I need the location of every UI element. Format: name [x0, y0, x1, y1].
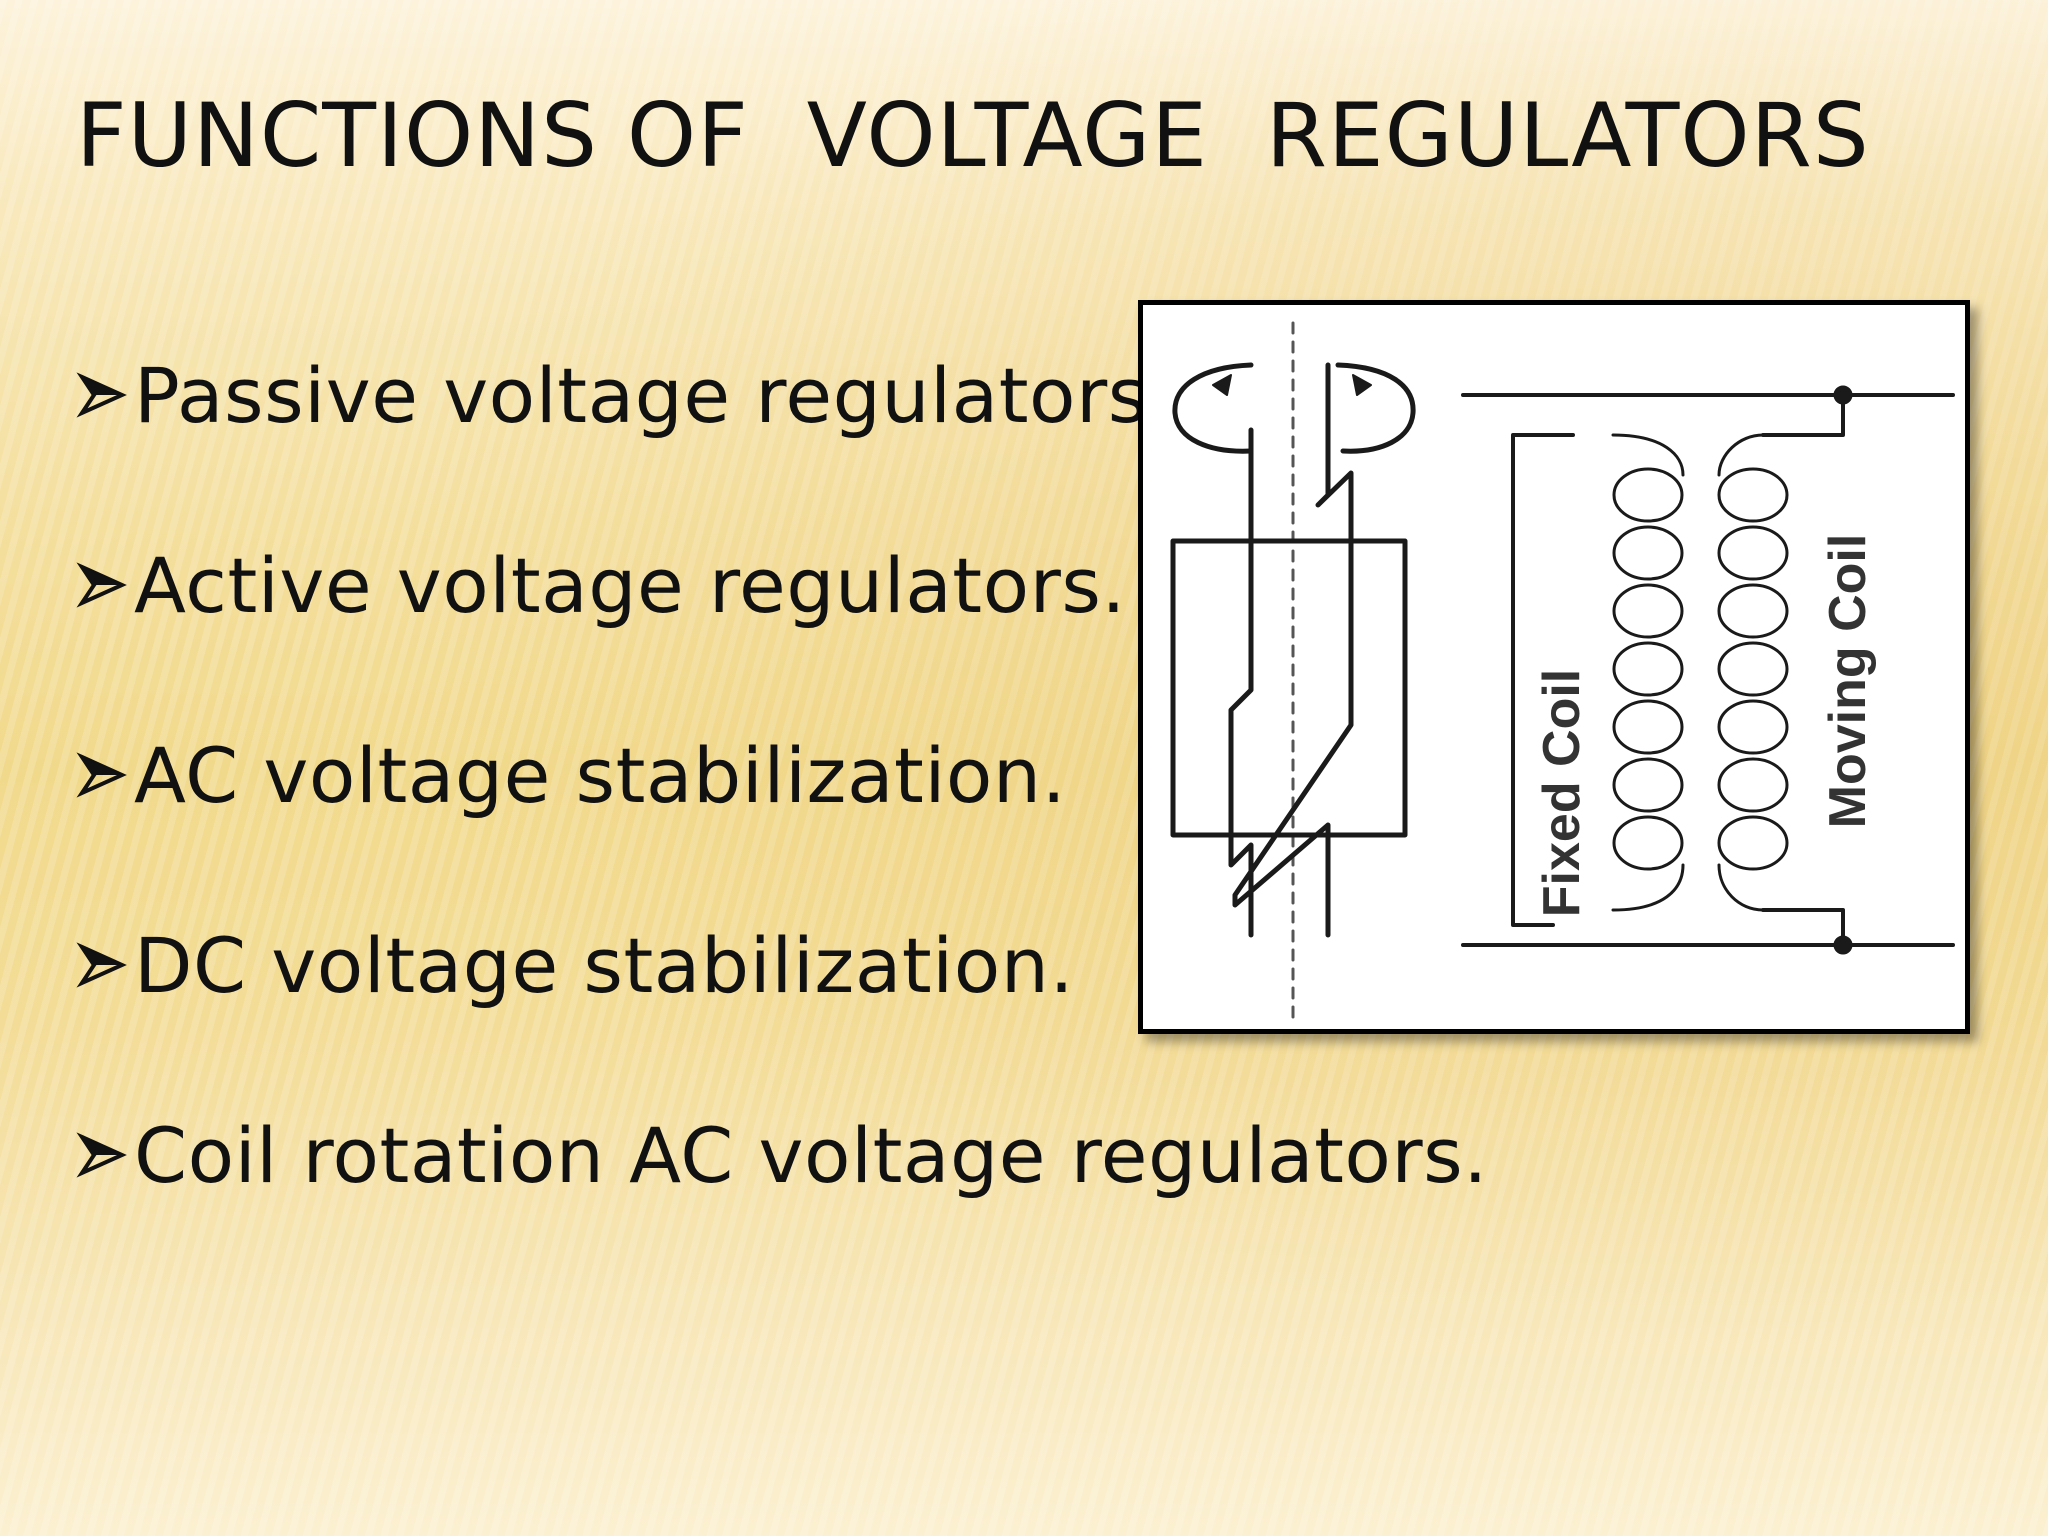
- bullet-item: Coil rotation AC voltage regulators.: [76, 1060, 1488, 1250]
- bullet-text: Passive voltage regulators.: [134, 350, 1173, 440]
- arrowhead-bullet-icon: [76, 562, 127, 608]
- bullet-list: Passive voltage regulators. Active volta…: [76, 300, 1488, 1250]
- conductor-right: [1232, 362, 1354, 938]
- coil-regulator-diagram: Fixed Coil Moving Coil: [1170, 321, 1955, 1022]
- bullet-item: AC voltage stabilization.: [76, 680, 1488, 870]
- rotation-arrow-left-icon: [1172, 362, 1254, 454]
- conductor-left: [1228, 427, 1254, 938]
- moving-coil-label: Moving Coil: [1819, 534, 1877, 829]
- fixed-coil-label: Fixed Coil: [1533, 669, 1591, 917]
- moving-coil-loops: [1717, 433, 1789, 912]
- terminal-dot-top: [1833, 385, 1853, 405]
- bullet-text: Active voltage regulators.: [134, 540, 1127, 630]
- fixed-coil-loops: [1611, 433, 1685, 912]
- moving-coil-lead-bottom: [1761, 908, 1845, 947]
- moving-coil-lead-top: [1761, 393, 1845, 437]
- arrowhead-bullet-icon: [76, 372, 127, 418]
- arrowhead-bullet-icon: [76, 942, 127, 988]
- bullet-item: Active voltage regulators.: [76, 490, 1488, 680]
- arrowhead-bullet-icon: [76, 1132, 127, 1178]
- bullet-text: DC voltage stabilization.: [134, 920, 1075, 1010]
- arrowhead-bullet-icon: [76, 752, 127, 798]
- rotation-arrow-right-icon: [1335, 362, 1416, 454]
- core-rectangle: [1170, 538, 1408, 838]
- bullet-text: AC voltage stabilization.: [134, 730, 1067, 820]
- bullet-item: DC voltage stabilization.: [76, 870, 1488, 1060]
- terminal-dot-bottom: [1833, 935, 1853, 955]
- slide-title: FUNCTIONS OF VOLTAGE REGULATORS: [76, 84, 1870, 187]
- coil-diagram-frame: Fixed Coil Moving Coil: [1138, 300, 1970, 1034]
- bullet-text: Coil rotation AC voltage regulators.: [134, 1110, 1488, 1200]
- bullet-item: Passive voltage regulators.: [76, 300, 1488, 490]
- fixed-coil-lead: [1511, 433, 1575, 927]
